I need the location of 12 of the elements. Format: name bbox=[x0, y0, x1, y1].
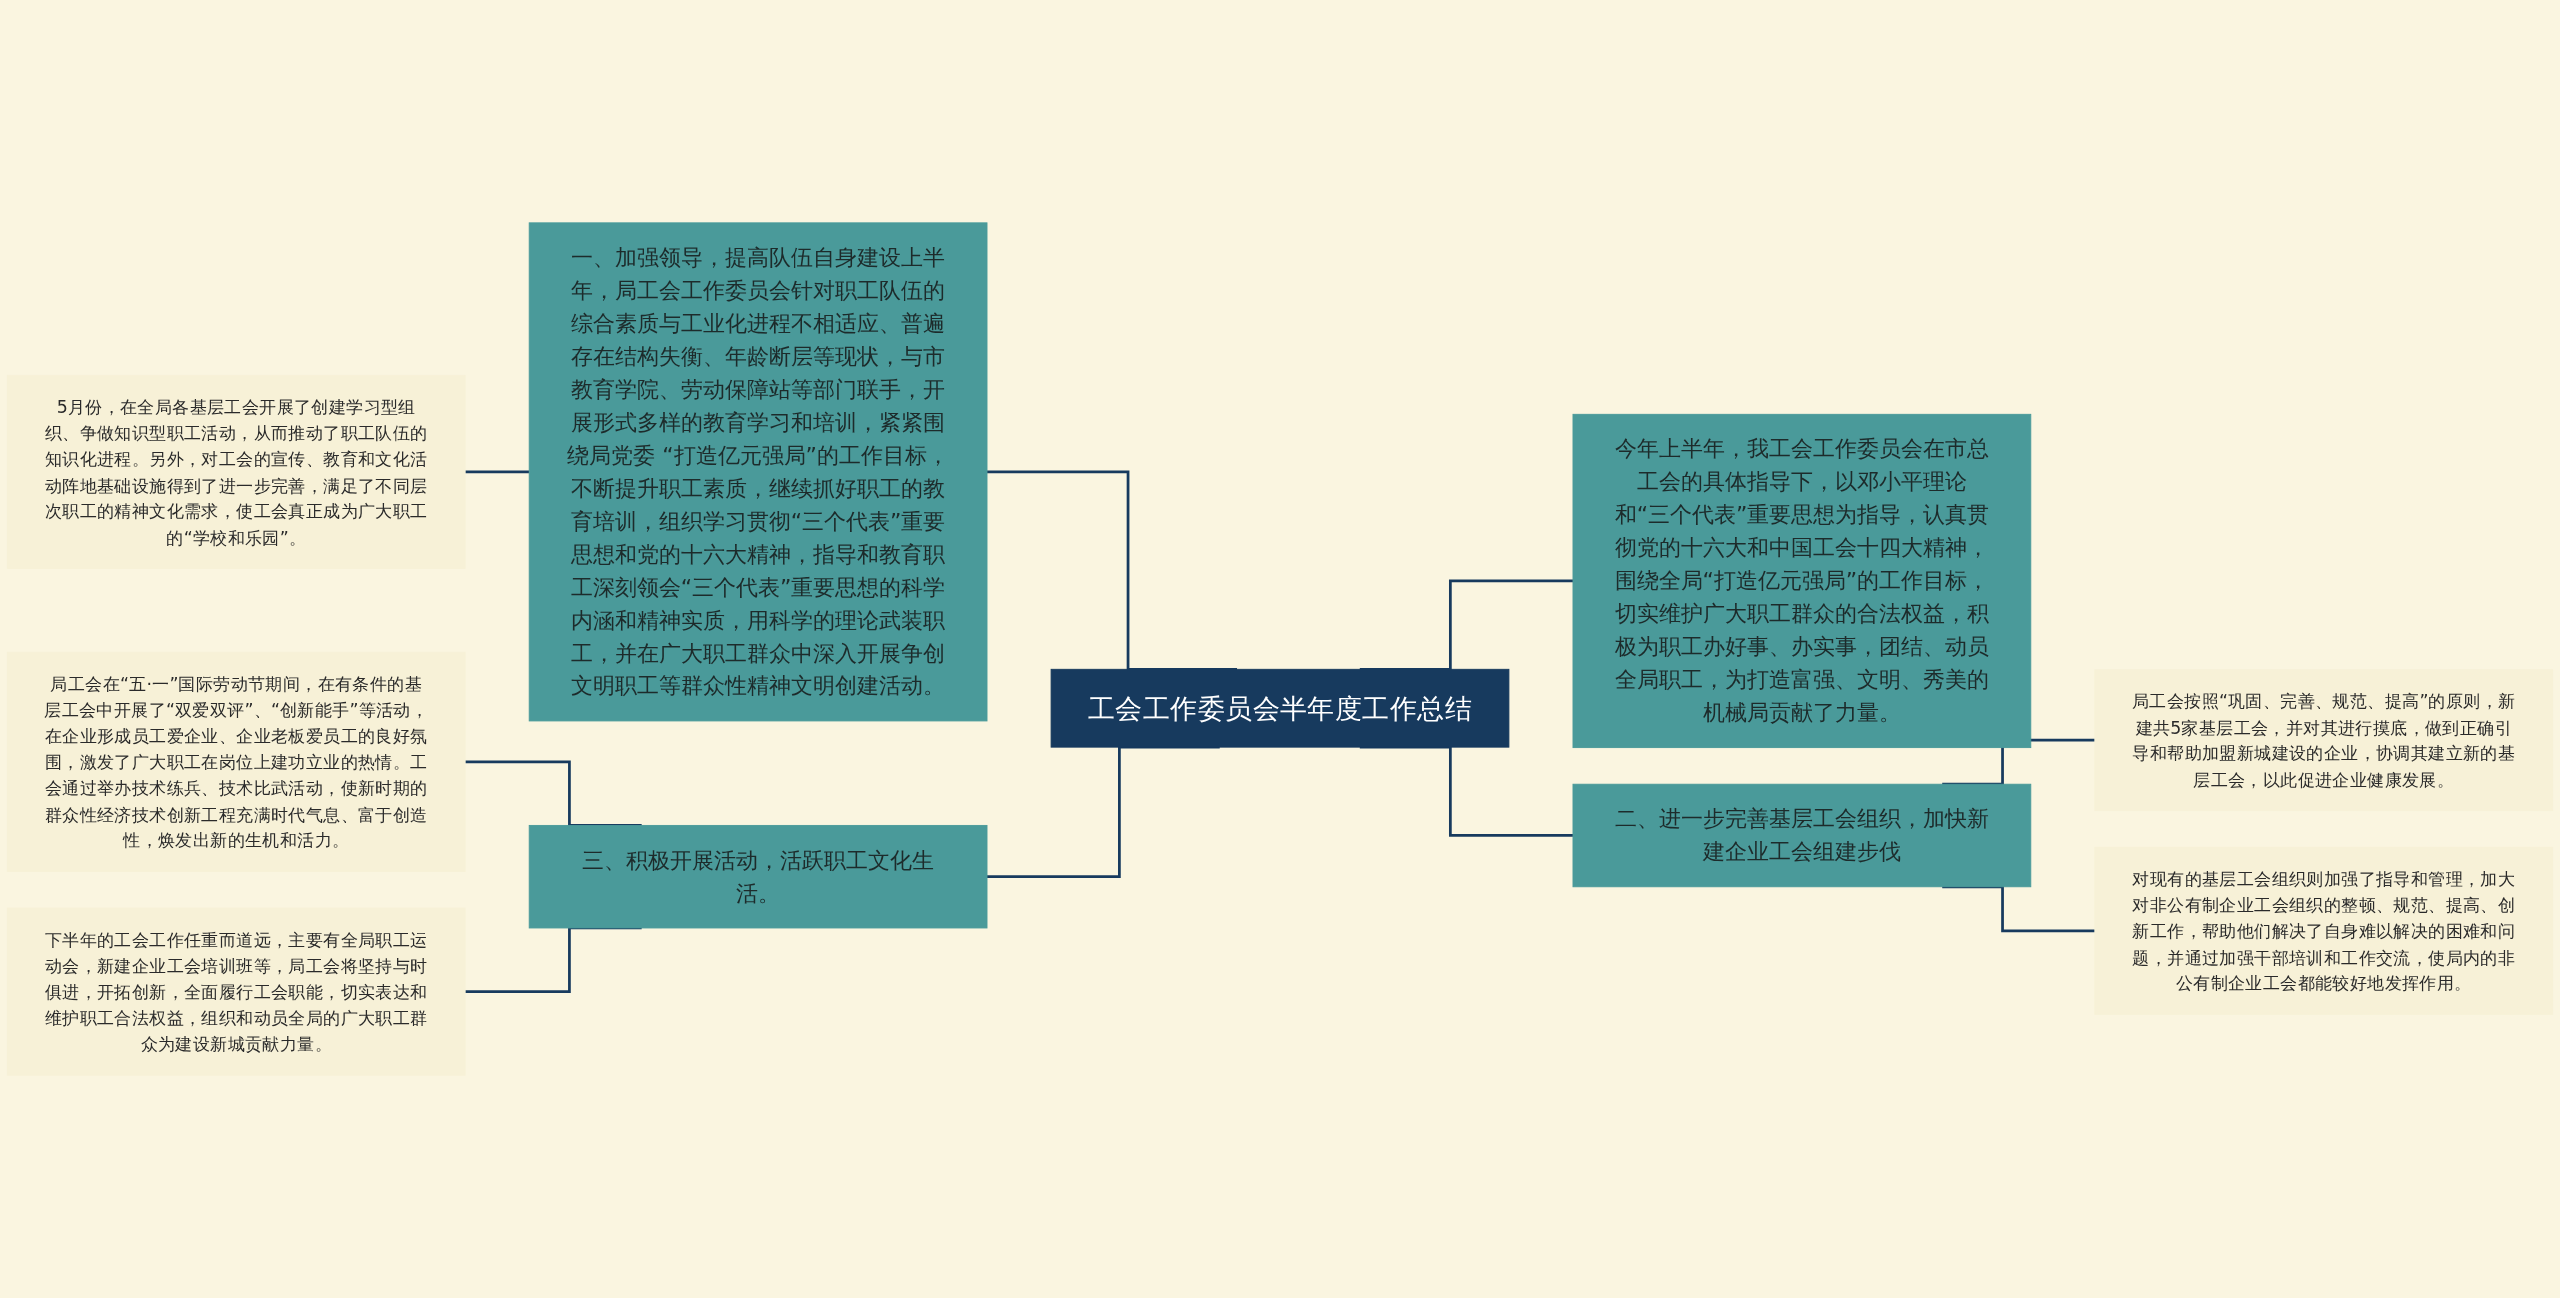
node-box: 今年上半年，我工会工作委员会在市总工会的具体指导下，以邓小平理论和“三个代表”重要思想为指导，认真贯彻党的十六大和中国工会十四大精神，围绕全局“打造亿元强局”的工作目标，切实维护广大职工群众的合法权益，积极为职工办好事、办实事，团结、动员全局职工，为打造富强、文明、秀美的机械局贡献了力量。 bbox=[1572, 413, 2032, 749]
node-box: 局工会按照“巩固、完善、规范、提高”的原则，新建共5家基层工会，并对其进行摸底，做到正确引导和帮助加盟新城建设的企业，协调其建立新的基层工会，以此促进企业健康发展。 bbox=[2094, 669, 2554, 812]
node-box: 5月份，在全局各基层工会开展了创建学习型组织、争做知识型职工活动，从而推动了职工队伍的知识化进程。另外，对工会的宣传、教育和文化活动阵地基础设施得到了进一步完善，满足了不同层次职工的精神文化需求，使工会真正成为广大职工的“学校和乐园”。 bbox=[6, 374, 466, 569]
node-box: 工会工作委员会半年度工作总结 bbox=[1050, 668, 1510, 748]
node-box: 一、加强领导，提高队伍自身建设上半年，局工会工作委员会针对职工队伍的综合素质与工业化进程不相适应、普遍存在结构失衡、年龄断层等现状，与市教育学院、劳动保障站等部门联手，开展形式多样的教育学习和培训，紧紧围绕局党委 “打造亿元强局”的工作目标，不断提升职工素质，继续抓好职工的教育培训，组织学习贯彻“三个代表”重要思想和党的十六大精神，指导和教育职工深刻领会“三个代表”重要思想的科学内涵和精神实质，用科学的理论武装职工，并在广大职工群众中深入开展争创文明职工等群众性精神文明创建活动。 bbox=[528, 222, 988, 722]
node-box: 对现有的基层工会组织则加强了指导和管理，加大对非公有制企业工会组织的整顿、规范、提高、创新工作，帮助他们解决了自身难以解决的困难和问题，并通过加强干部培训和工作交流，使局内的非公有制企业工会都能较好地发挥作用。 bbox=[2094, 846, 2554, 1015]
connector bbox=[465, 470, 530, 474]
node-box: 二、进一步完善基层工会组织，加快新建企业工会组建步伐 bbox=[1572, 783, 2032, 888]
node-box: 局工会在“五·一”国际劳动节期间，在有条件的基层工会中开展了“双爱双评”、“创新能手”等活动，在企业形成员工爱企业、企业老板爱员工的良好氛围，激发了广大职工在岗位上建功立业的热情。工会通过举办技术练兵、技术比武活动，使新时期的群众性经济技术创新工程充满时代气息、富于创造性，焕发出新的生机和活力。 bbox=[6, 651, 466, 872]
node-box: 下半年的工会工作任重而道远，主要有全局职工运动会，新建企业工会培训班等，局工会将坚持与时俱进，开拓创新，全面履行工会职能，切实表达和维护职工合法权益，组织和动员全局的广大职工群众为建设新城贡献力量。 bbox=[6, 907, 466, 1076]
node-box: 三、积极开展活动，活跃职工文化生活。 bbox=[528, 824, 988, 929]
connector bbox=[1942, 885, 2095, 933]
